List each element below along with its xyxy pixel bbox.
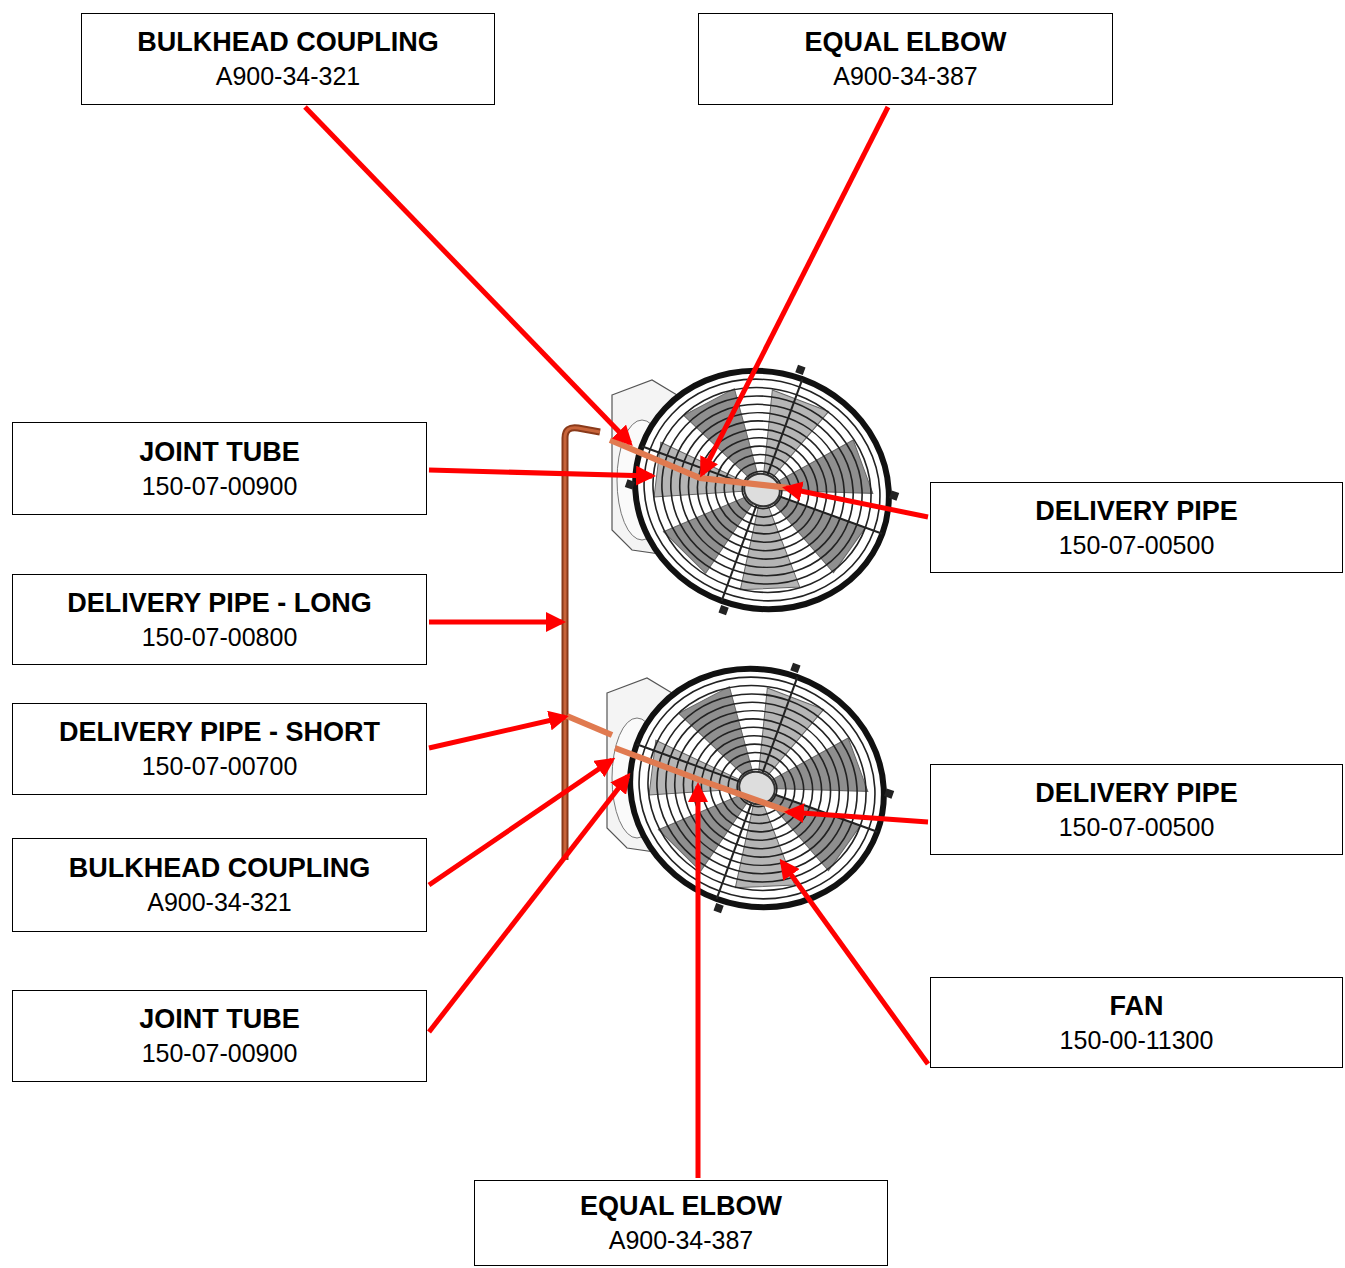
part-name: DELIVERY PIPE - LONG bbox=[67, 586, 372, 620]
part-number: 150-07-00500 bbox=[1059, 810, 1215, 844]
callout-box: FAN150-00-11300 bbox=[930, 977, 1343, 1068]
leader-line bbox=[702, 107, 888, 474]
leader-line bbox=[788, 812, 928, 822]
fan-unit bbox=[595, 323, 928, 656]
leader-line bbox=[305, 107, 630, 443]
part-number: 150-07-00900 bbox=[142, 1036, 298, 1070]
callout-box: DELIVERY PIPE - SHORT150-07-00700 bbox=[12, 703, 427, 795]
part-name: DELIVERY PIPE bbox=[1035, 776, 1238, 810]
part-number: A900-34-321 bbox=[216, 59, 361, 93]
pipework bbox=[565, 428, 790, 860]
leader-line bbox=[429, 717, 565, 748]
part-name: DELIVERY PIPE bbox=[1035, 494, 1238, 528]
part-number: 150-07-00500 bbox=[1059, 528, 1215, 562]
part-number: 150-07-00800 bbox=[142, 620, 298, 654]
part-number: A900-34-321 bbox=[147, 885, 292, 919]
leader-line bbox=[429, 760, 612, 885]
leader-line bbox=[696, 786, 701, 1178]
part-name: BULKHEAD COUPLING bbox=[137, 25, 439, 59]
part-number: 150-07-00700 bbox=[142, 749, 298, 783]
fan-unit bbox=[590, 621, 923, 954]
part-name: FAN bbox=[1110, 989, 1164, 1023]
part-number: 150-07-00900 bbox=[142, 469, 298, 503]
leader-line bbox=[786, 488, 928, 517]
part-name: JOINT TUBE bbox=[139, 435, 300, 469]
callout-box: EQUAL ELBOWA900-34-387 bbox=[474, 1180, 888, 1266]
part-name: BULKHEAD COUPLING bbox=[69, 851, 371, 885]
callout-box: EQUAL ELBOWA900-34-387 bbox=[698, 13, 1113, 105]
callout-box: BULKHEAD COUPLINGA900-34-321 bbox=[12, 838, 427, 932]
part-name: DELIVERY PIPE - SHORT bbox=[59, 715, 380, 749]
part-name: EQUAL ELBOW bbox=[805, 25, 1007, 59]
callout-box: DELIVERY PIPE150-07-00500 bbox=[930, 482, 1343, 573]
part-number: A900-34-387 bbox=[609, 1223, 754, 1257]
leader-line bbox=[782, 862, 928, 1064]
part-number: 150-00-11300 bbox=[1060, 1023, 1214, 1057]
leader-line bbox=[429, 470, 652, 476]
callout-box: DELIVERY PIPE150-07-00500 bbox=[930, 764, 1343, 855]
leader-line bbox=[429, 620, 562, 625]
callout-box: DELIVERY PIPE - LONG150-07-00800 bbox=[12, 574, 427, 665]
callout-box: JOINT TUBE150-07-00900 bbox=[12, 422, 427, 515]
leader-line bbox=[429, 776, 628, 1032]
callout-box: JOINT TUBE150-07-00900 bbox=[12, 990, 427, 1082]
part-name: JOINT TUBE bbox=[139, 1002, 300, 1036]
part-number: A900-34-387 bbox=[833, 59, 978, 93]
callout-box: BULKHEAD COUPLINGA900-34-321 bbox=[81, 13, 495, 105]
part-name: EQUAL ELBOW bbox=[580, 1189, 782, 1223]
